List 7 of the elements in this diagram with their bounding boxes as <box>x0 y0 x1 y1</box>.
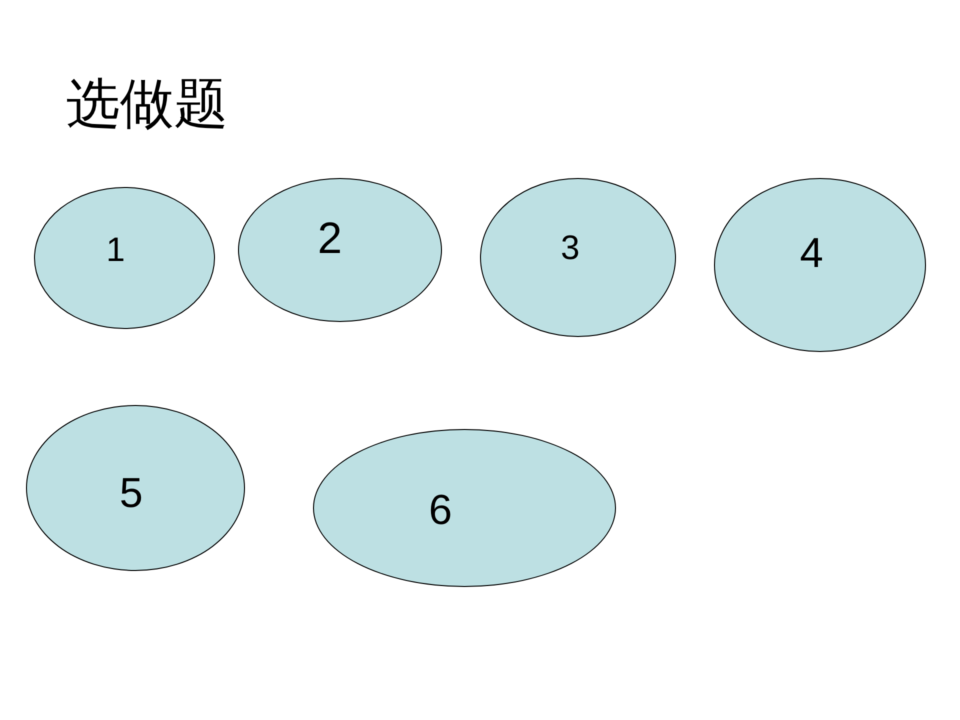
title: 选做题 <box>66 72 228 137</box>
ellipse-number: 2 <box>318 216 342 261</box>
ellipse-number: 1 <box>106 232 125 267</box>
ellipse-number: 3 <box>560 231 580 266</box>
ellipse-number: 6 <box>428 488 452 531</box>
ellipse-number: 5 <box>119 472 143 514</box>
ellipse-number: 4 <box>800 232 824 274</box>
